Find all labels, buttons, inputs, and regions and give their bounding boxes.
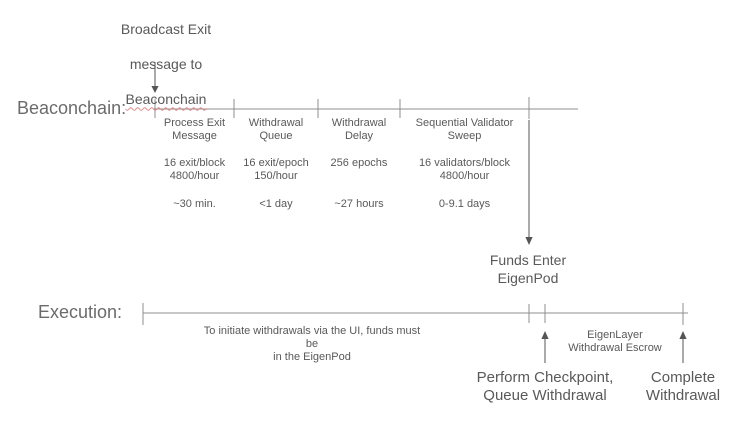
checkpoint-up-arrow-icon xyxy=(541,331,549,363)
segment-sequential-validator-sweep: Sequential Validator Sweep 16 validators… xyxy=(400,117,529,217)
funds-enter-eigenpod-label: Funds Enter EigenPod xyxy=(489,252,567,286)
segment-title: Sequential Validator Sweep xyxy=(415,117,514,142)
segment-duration: ~27 hours xyxy=(334,198,384,210)
complete-up-arrow-icon xyxy=(679,331,687,363)
segment-withdrawal-queue: Withdrawal Queue 16 exit/epoch 150/hour … xyxy=(234,117,318,217)
complete-withdrawal-label: Complete Withdrawal xyxy=(645,369,721,404)
segment-title: Withdrawal Delay xyxy=(331,117,387,142)
broadcast-note-line2: message to xyxy=(129,55,203,72)
segment-process-exit-message: Process Exit Message 16 exit/block 4800/… xyxy=(155,117,234,217)
execution-timeline xyxy=(142,303,688,325)
beaconchain-misspelled-text: Beaconchain xyxy=(125,90,207,107)
segment-duration: ~30 min. xyxy=(173,198,216,210)
segment-title: Process Exit Message xyxy=(163,117,226,142)
eigenlayer-withdrawal-escrow-label: EigenLayer Withdrawal Escrow xyxy=(568,329,662,354)
perform-checkpoint-label: Perform Checkpoint, Queue Withdrawal xyxy=(476,369,614,404)
segment-withdrawal-delay: Withdrawal Delay 256 epochs ~27 hours xyxy=(318,117,400,217)
broadcast-note: Broadcast Exit message to Beaconchain xyxy=(96,3,236,126)
segment-rate: 16 exit/block 4800/hour xyxy=(163,157,226,182)
segment-duration: <1 day xyxy=(259,198,293,210)
broadcast-note-line1: Broadcast Exit xyxy=(120,20,212,37)
execution-note: To initiate withdrawals via the UI, fund… xyxy=(203,325,421,363)
beaconchain-label: Beaconchain: xyxy=(17,98,127,118)
segment-title: Withdrawal Queue xyxy=(248,117,304,142)
segment-rate: 16 validators/block 4800/hour xyxy=(418,157,511,182)
segment-rate: 256 epochs xyxy=(330,157,388,169)
segment-rate: 16 exit/epoch 150/hour xyxy=(243,157,309,182)
execution-label: Execution: xyxy=(38,302,123,322)
segment-duration: 0-9.1 days xyxy=(438,198,491,210)
broadcast-note-line3: Beaconchain xyxy=(96,91,236,109)
